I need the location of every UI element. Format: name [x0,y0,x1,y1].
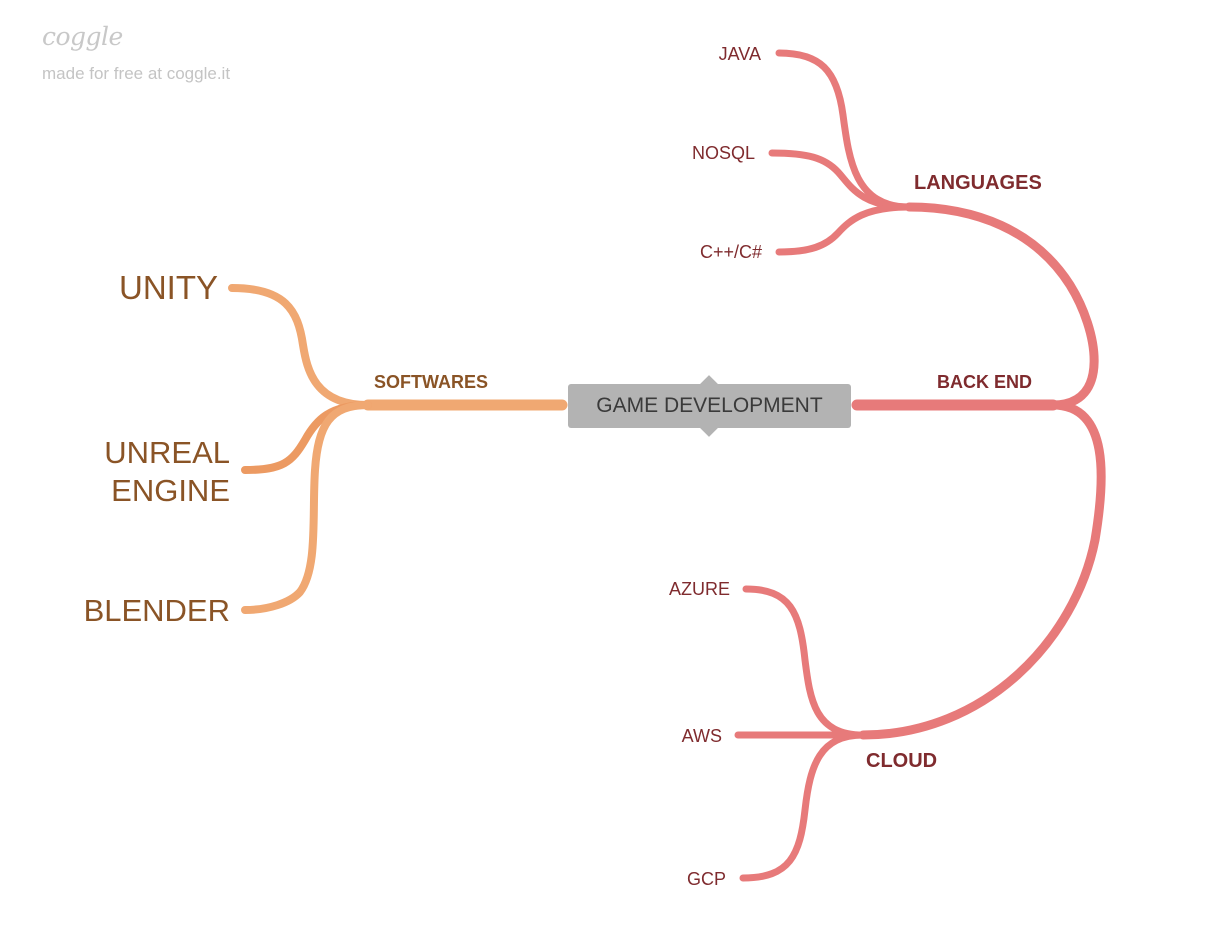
branch-unity [228,284,372,409]
node-nosql[interactable]: NOSQL [691,143,755,163]
node-softwares[interactable]: SOFTWARES [374,372,489,392]
branch-cpp [775,203,913,256]
branch-java [775,49,913,211]
branch-azure [742,585,867,739]
root-node[interactable]: GAME DEVELOPMENT [568,384,851,428]
node-unreal-line2: ENGINE [111,473,230,508]
node-unreal-engine[interactable]: UNREAL ENGINE [104,437,230,506]
node-gcp[interactable]: GCP [686,869,726,889]
branch-cloud [858,400,1106,740]
node-cloud[interactable]: CLOUD [866,750,938,772]
node-unreal-line1: UNREAL [104,435,230,470]
coggle-logo: coggle [42,22,123,51]
node-cpp[interactable]: C++/C# [699,242,762,262]
node-azure[interactable]: AZURE [668,579,730,599]
root-label: GAME DEVELOPMENT [596,394,823,417]
node-backend[interactable]: BACK END [937,372,1033,392]
branch-blender [241,401,372,614]
branch-gcp [739,731,867,882]
node-aws[interactable]: AWS [681,726,722,746]
node-java[interactable]: JAVA [718,44,761,64]
node-blender[interactable]: BLENDER [83,593,230,628]
branch-unreal [241,401,372,474]
branch-languages [904,202,1099,410]
coggle-subtitle[interactable]: made for free at coggle.it [42,64,231,83]
node-unity[interactable]: UNITY [119,269,218,306]
branch-nosql [768,149,913,211]
node-languages[interactable]: LANGUAGES [914,172,1042,194]
